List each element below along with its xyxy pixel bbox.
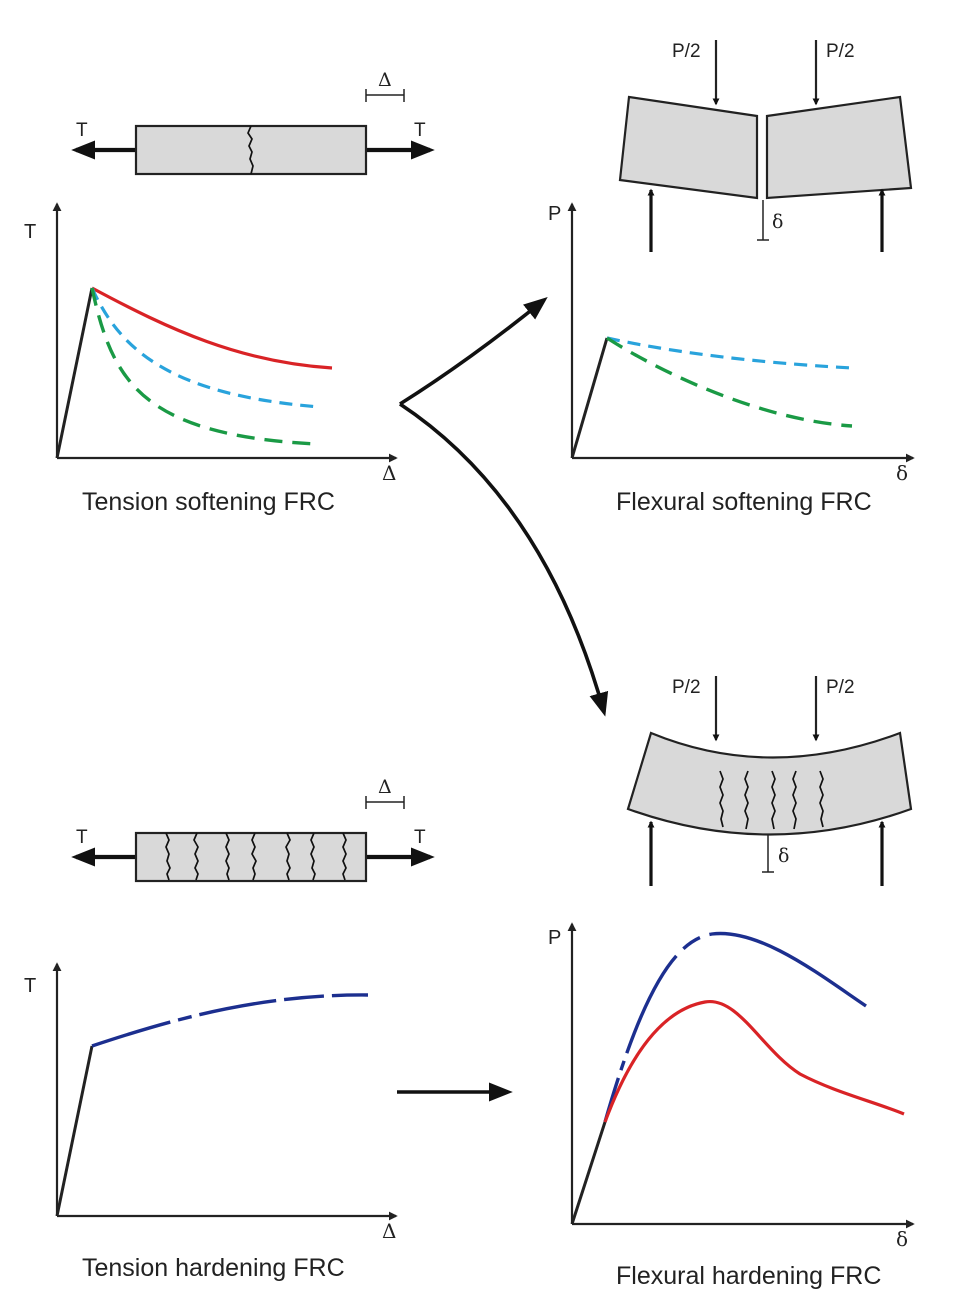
curve-darkblue-dashdot — [603, 931, 867, 1123]
y-axis-label: P — [548, 203, 561, 225]
x-axis-label: δ — [896, 461, 908, 485]
elastic-branch — [570, 1121, 607, 1225]
tension-softening-panel: T T Δ T Δ Tension softening FRC — [24, 69, 435, 516]
elastic-branch — [570, 337, 609, 459]
curve-green-dashed — [606, 336, 853, 428]
arrow-to-flexural-hardening — [399, 402, 609, 717]
deflection-label: δ — [772, 211, 783, 233]
y-axis-label: T — [24, 221, 36, 243]
left-load-label: P/2 — [672, 41, 701, 62]
single-crack — [247, 125, 254, 175]
elongation-label: Δ — [378, 776, 392, 798]
curve-green-dashed — [90, 287, 317, 446]
x-axis-label: δ — [896, 1227, 908, 1251]
y-axis-label: P — [548, 927, 561, 949]
left-force-label: T — [76, 120, 88, 141]
caption: Flexural softening FRC — [616, 488, 872, 516]
elongation-label: Δ — [378, 69, 392, 91]
tension-specimen-multicracked: T T Δ — [71, 776, 435, 883]
specimen-bar — [134, 831, 368, 883]
right-force-label: T — [414, 827, 426, 848]
curve-darkblue-dashdot — [91, 993, 369, 1048]
curve-lightblue-dashed — [90, 287, 321, 409]
curve-lightblue-dashed — [606, 336, 853, 370]
elongation-dimension: Δ — [365, 69, 405, 102]
beam-right-half — [765, 95, 913, 200]
caption: Tension hardening FRC — [82, 1254, 345, 1282]
x-axis-label: Δ — [382, 1219, 396, 1243]
right-load-label: P/2 — [826, 41, 855, 62]
curve-red-solid — [91, 286, 333, 370]
elastic-branch — [55, 1045, 94, 1217]
flexural-hardening-chart: P δ — [548, 922, 915, 1251]
left-force-label: T — [76, 827, 88, 848]
curve-red-solid — [603, 1000, 905, 1123]
caption: Tension softening FRC — [82, 488, 335, 516]
flexural-softening-panel: P/2 P/2 δ P δ Flexural softening FRC — [548, 40, 915, 516]
x-axis-label: Δ — [382, 461, 396, 485]
elongation-dimension: Δ — [365, 776, 405, 809]
deflection-dimension: δ — [757, 200, 783, 241]
tension-specimen-cracked: T T Δ — [71, 69, 435, 176]
connector-arrows — [397, 296, 609, 1102]
flexural-softening-chart: P δ — [548, 202, 915, 485]
y-axis-label: T — [24, 975, 36, 997]
right-force-label: T — [414, 120, 426, 141]
elastic-branch — [55, 287, 94, 459]
beam-single-crack: P/2 P/2 δ — [618, 40, 913, 252]
caption: Flexural hardening FRC — [616, 1262, 881, 1290]
tension-softening-chart: T Δ — [24, 202, 398, 485]
beam-left-half — [618, 95, 759, 200]
bent-beam — [626, 731, 913, 836]
flexural-hardening-panel: P/2 P/2 δ P δ Flexural hardening FRC — [548, 676, 915, 1290]
flexural-cracks — [719, 770, 824, 830]
arrow-to-flexural-softening — [399, 296, 548, 406]
beam-multicracked: P/2 P/2 δ — [626, 676, 913, 886]
left-load-label: P/2 — [672, 677, 701, 698]
right-load-label: P/2 — [826, 677, 855, 698]
multiple-cracks — [165, 832, 347, 881]
tension-hardening-panel: T T Δ T Δ Tension hardening FRC — [24, 776, 435, 1282]
deflection-label: δ — [778, 845, 789, 867]
deflection-dimension: δ — [762, 834, 789, 873]
tension-hardening-chart: T Δ — [24, 962, 398, 1243]
